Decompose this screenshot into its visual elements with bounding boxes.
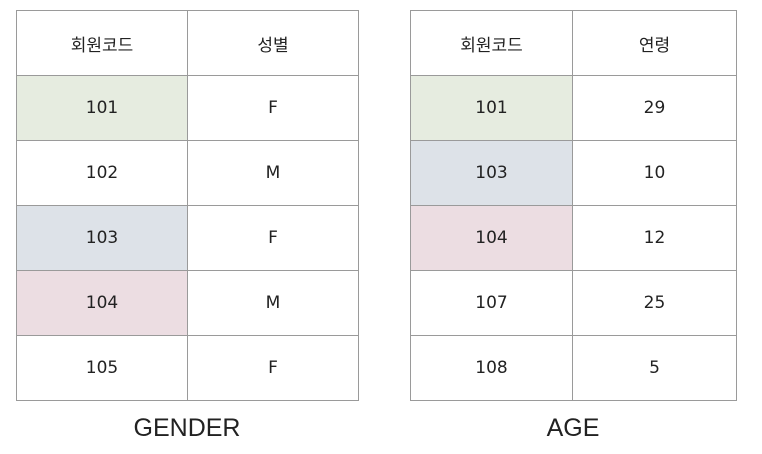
header-cell-member-code: 회원코드 (16, 10, 188, 76)
gender-cell: F (187, 75, 359, 141)
age-cell: 25 (572, 270, 737, 336)
table-row: 108 5 (410, 335, 737, 401)
age-cell: 12 (572, 205, 737, 271)
table-row: 104 M (16, 270, 359, 336)
member-code-cell: 101 (410, 75, 573, 141)
member-code-cell: 104 (410, 205, 573, 271)
member-code-cell: 108 (410, 335, 573, 401)
member-code-cell: 101 (16, 75, 188, 141)
gender-table-caption: GENDER (133, 414, 241, 442)
member-code-cell: 102 (16, 140, 188, 206)
gender-table: 회원코드 성별 101 F 102 M 103 F 104 M 105 F (16, 10, 359, 401)
gender-cell: F (187, 335, 359, 401)
gender-cell: F (187, 205, 359, 271)
table-row: 103 10 (410, 140, 737, 206)
header-cell-gender: 성별 (187, 10, 359, 76)
table-header-row: 회원코드 성별 (16, 10, 359, 76)
header-cell-age: 연령 (572, 10, 737, 76)
member-code-cell: 104 (16, 270, 188, 336)
table-header-row: 회원코드 연령 (410, 10, 737, 76)
age-cell: 10 (572, 140, 737, 206)
age-cell: 5 (572, 335, 737, 401)
table-row: 103 F (16, 205, 359, 271)
member-code-cell: 103 (410, 140, 573, 206)
table-row: 102 M (16, 140, 359, 206)
table-row: 101 F (16, 75, 359, 141)
table-row: 101 29 (410, 75, 737, 141)
age-table: 회원코드 연령 101 29 103 10 104 12 107 25 108 … (410, 10, 737, 401)
member-code-cell: 103 (16, 205, 188, 271)
member-code-cell: 105 (16, 335, 188, 401)
table-row: 104 12 (410, 205, 737, 271)
gender-cell: M (187, 140, 359, 206)
header-cell-member-code: 회원코드 (410, 10, 573, 76)
age-cell: 29 (572, 75, 737, 141)
age-table-caption: AGE (546, 414, 600, 442)
table-row: 107 25 (410, 270, 737, 336)
member-code-cell: 107 (410, 270, 573, 336)
table-row: 105 F (16, 335, 359, 401)
gender-cell: M (187, 270, 359, 336)
